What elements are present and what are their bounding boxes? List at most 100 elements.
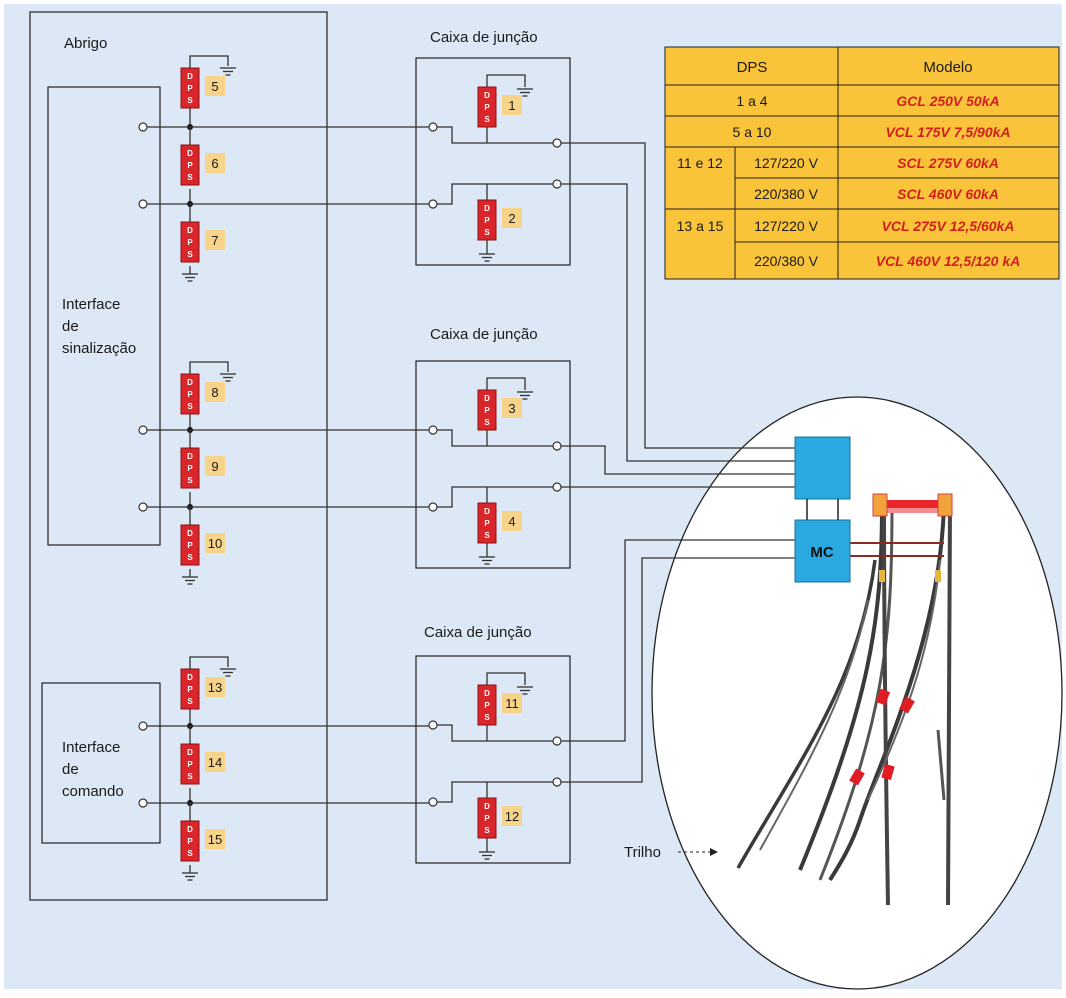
dps-letter: D: [187, 149, 193, 158]
dps-body: [477, 502, 497, 544]
dps-body: [477, 86, 497, 128]
dps-body: [180, 524, 200, 566]
dps-number-label: 9: [211, 459, 218, 474]
junction-wire: [437, 781, 553, 803]
dps-number-label: 2: [508, 211, 515, 226]
dps-body: [477, 684, 497, 726]
table-group-11-12: 11 e 12: [677, 155, 723, 171]
caixa-juncao-box-1: [415, 57, 571, 266]
ground-symbol: [479, 556, 495, 565]
dps-letter: S: [187, 96, 193, 105]
dps-letter: P: [187, 837, 193, 846]
dps-letter: P: [484, 406, 490, 415]
ground-symbol: [517, 88, 533, 97]
interface-sinalizacao-box: [47, 86, 161, 546]
dps-letter: S: [187, 553, 193, 562]
terminal: [138, 502, 148, 512]
terminal: [428, 199, 438, 209]
junction-wire: [437, 183, 553, 205]
dps-body: [180, 668, 200, 710]
dps-letter: S: [187, 697, 193, 706]
terminal: [138, 199, 148, 209]
dps-body: [477, 389, 497, 431]
dps-devices: DPS5DPS6DPS7DPS8DPS9DPS10DPS13DPS14DPS15…: [180, 67, 522, 862]
dps-letter: P: [484, 814, 490, 823]
ground-symbol: [517, 686, 533, 695]
dps-number-bg: [205, 677, 225, 697]
caixa-to-box-wire: [561, 142, 795, 449]
terminal: [138, 721, 148, 731]
dps-letter: P: [484, 701, 490, 710]
interface-comando-box: [41, 682, 161, 844]
dps-letter: D: [484, 394, 490, 403]
table-row4-sub: 220/380 V: [754, 186, 818, 202]
terminal: [138, 122, 148, 132]
dps-letter: D: [187, 378, 193, 387]
rail-1: [798, 504, 884, 871]
dps-letter: S: [187, 476, 193, 485]
ground-symbol: [479, 851, 495, 860]
dps-letter: P: [187, 84, 193, 93]
dps-body: [477, 797, 497, 839]
dps-letter: D: [187, 72, 193, 81]
caixa-juncao-label-1: Caixa de junção: [430, 29, 538, 46]
rail-4: [946, 504, 952, 906]
ground-symbol: [182, 576, 198, 585]
dps-letter: S: [484, 418, 490, 427]
table-row5-sub: 127/220 V: [754, 218, 818, 234]
junction-wire: [437, 724, 553, 742]
switch-bar-2: [876, 508, 950, 513]
table-row2-dps: 5 a 10: [733, 124, 772, 140]
ground-lead: [189, 361, 229, 374]
dps-number-label: 13: [208, 680, 222, 695]
terminal: [428, 797, 438, 807]
rail-9: [936, 729, 946, 801]
table-row3-model: SCL 275V 60kA: [897, 155, 999, 171]
dps-number-label: 11: [505, 696, 519, 711]
ground-symbol: [479, 253, 495, 262]
interface-comando-line3: comando: [62, 783, 124, 800]
ground-symbol: [517, 391, 533, 400]
dps-letter: S: [484, 826, 490, 835]
ground-lead: [189, 55, 229, 68]
table-row6-model: VCL 460V 12,5/120 kA: [876, 253, 1021, 269]
terminal: [138, 425, 148, 435]
dps-number-label: 8: [211, 385, 218, 400]
dps-letter: P: [484, 216, 490, 225]
dps-letter: S: [187, 250, 193, 259]
dps-letter: P: [187, 390, 193, 399]
dps-number-label: 14: [208, 755, 222, 770]
ground-lead: [189, 656, 229, 669]
dps-letter: D: [187, 529, 193, 538]
terminal: [552, 138, 562, 148]
dps-number-bg: [502, 95, 522, 115]
dps-letter: D: [187, 673, 193, 682]
trilho-label: Trilho: [624, 844, 661, 861]
junction-terminal-box: [794, 436, 851, 500]
dps-letter: P: [187, 464, 193, 473]
terminal: [138, 798, 148, 808]
dps-number-bg: [205, 230, 225, 250]
dps-letter: D: [484, 507, 490, 516]
caixa-juncao-label-2: Caixa de junção: [430, 326, 538, 343]
dps-letter: P: [187, 685, 193, 694]
dps-letter: S: [484, 713, 490, 722]
ground-symbol: [182, 872, 198, 881]
dps-letter: S: [484, 228, 490, 237]
caixa-juncao-box-3: [415, 655, 571, 864]
terminal: [552, 441, 562, 451]
junction-wire: [437, 429, 553, 447]
dps-number-bg: [205, 829, 225, 849]
dps-body: [180, 67, 200, 109]
caixa-to-mc-wire: [561, 539, 795, 742]
dps-letter: S: [187, 402, 193, 411]
switch-bar-1: [876, 500, 950, 508]
